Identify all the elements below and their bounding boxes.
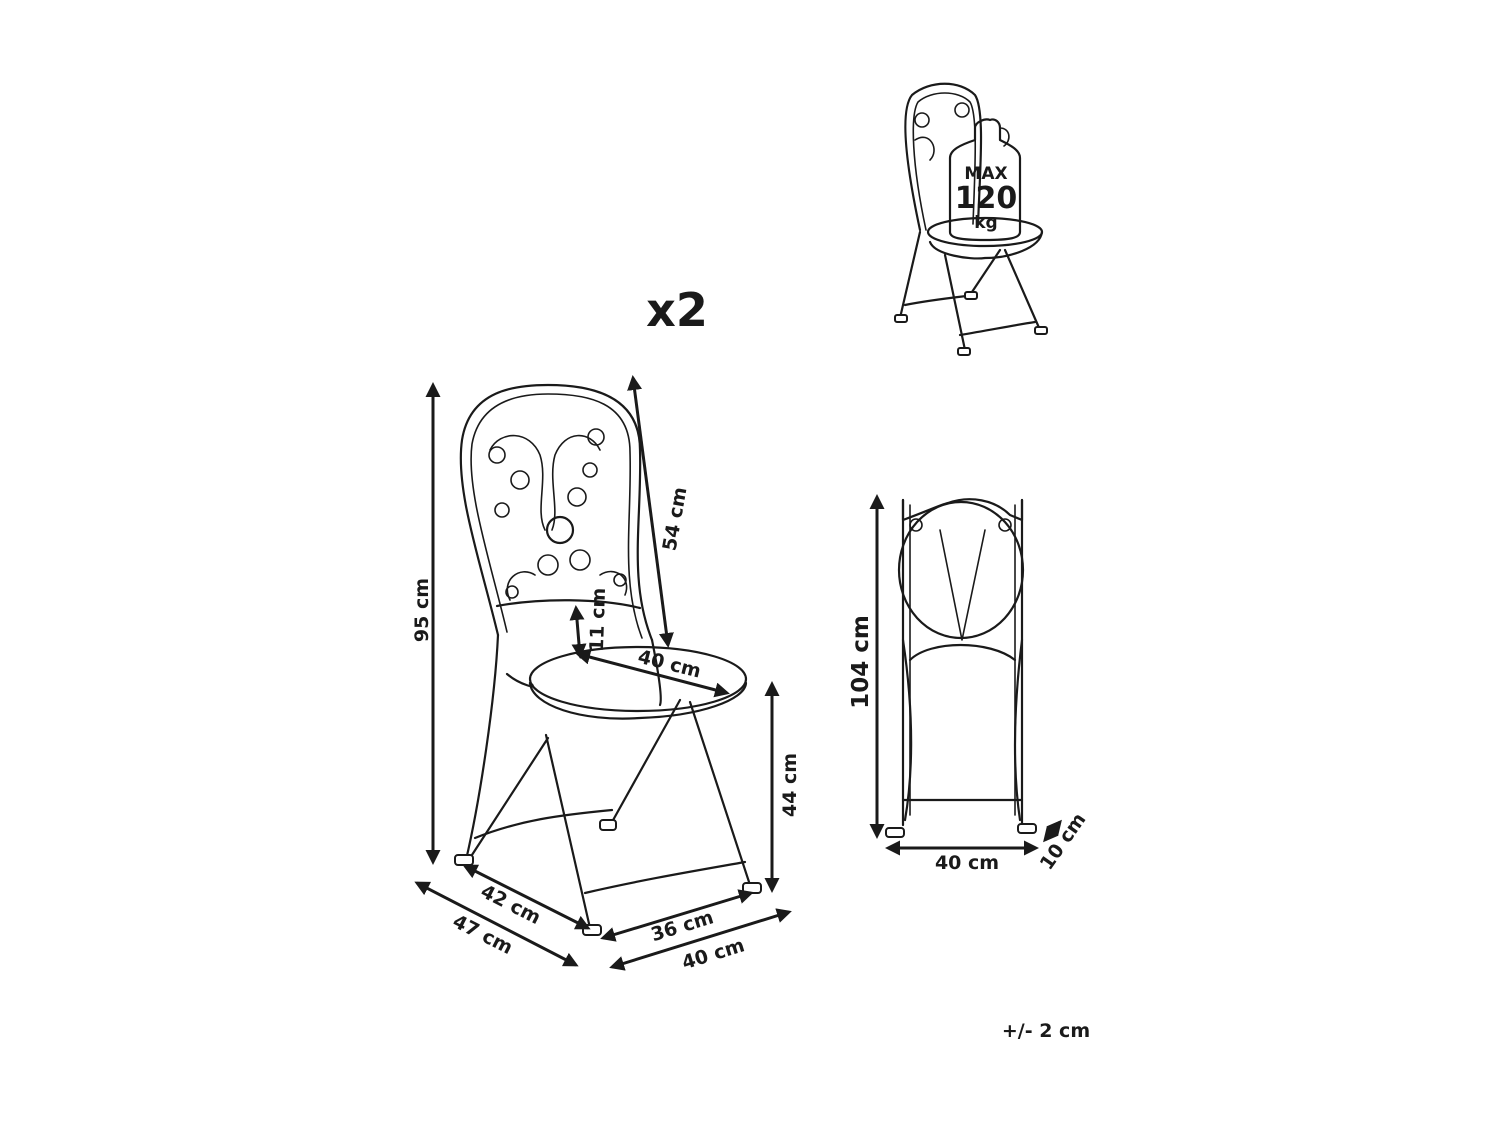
dimension-labels-folded: 104 cm 40 cm 10 cm bbox=[848, 615, 1090, 874]
quantity-label: x2 bbox=[646, 283, 708, 337]
label-base-width-outer: 40 cm bbox=[679, 934, 747, 974]
chair-main-illustration bbox=[454, 383, 762, 936]
label-total-height: 95 cm bbox=[411, 578, 433, 642]
label-base-width-inner: 36 cm bbox=[648, 906, 716, 946]
label-backrest-gap: 11 cm bbox=[586, 587, 610, 652]
chair-folded-illustration bbox=[885, 498, 1037, 838]
dimension-lines-folded bbox=[869, 494, 1062, 856]
label-seat-height: 44 cm bbox=[779, 753, 801, 817]
max-load-line1: MAX bbox=[964, 164, 1007, 184]
backrest-scrollwork bbox=[488, 428, 628, 601]
dimension-lines-main bbox=[414, 375, 792, 971]
chair-max-load-illustration: MAX 120 kg bbox=[894, 82, 1048, 356]
label-backrest-height: 54 cm bbox=[659, 485, 692, 552]
max-load-line2: 120 bbox=[955, 181, 1018, 216]
max-load-line3: kg bbox=[974, 213, 997, 233]
label-folded-width: 40 cm bbox=[935, 852, 999, 874]
tolerance-label: +/- 2 cm bbox=[1002, 1020, 1090, 1042]
dimension-labels-main: 95 cm 54 cm 11 cm 40 cm 44 cm 42 cm 47 c… bbox=[411, 485, 801, 974]
label-folded-height: 104 cm bbox=[848, 615, 874, 709]
label-folded-depth: 10 cm bbox=[1036, 809, 1091, 874]
